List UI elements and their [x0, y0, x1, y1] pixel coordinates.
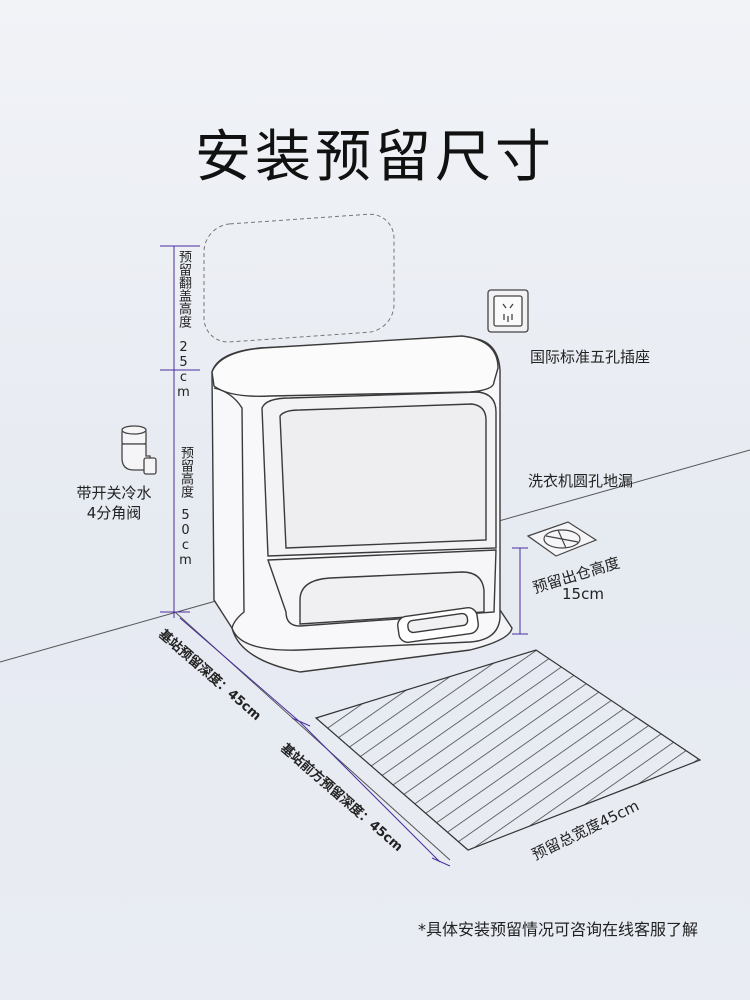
lid-height-label: 预留翻盖高度 [176, 250, 191, 328]
depth-dimension [179, 617, 451, 867]
socket-icon [487, 289, 529, 333]
lid-clearance-outline [203, 213, 395, 343]
footnote: *具体安装预留情况可咨询在线客服了解 [417, 920, 698, 939]
floor-drain-icon [526, 521, 598, 557]
height-value: 50cm [178, 508, 193, 568]
angle-valve-icon [121, 425, 157, 475]
valve-label-line1: 带开关冷水 [76, 484, 152, 502]
exit-height-dimension [512, 547, 528, 635]
height-label: 预留高度 [178, 446, 193, 498]
drain-label: 洗衣机圆孔地漏 [528, 472, 634, 490]
exit-height-value: 15cm [562, 585, 604, 603]
lid-height-value: 25cm [176, 340, 191, 400]
front-reserve-area [314, 649, 702, 851]
socket-label: 国际标准五孔插座 [530, 348, 651, 366]
page-title: 安装预留尺寸 [195, 125, 555, 190]
base-station [211, 335, 513, 673]
height-dimension [160, 245, 200, 618]
valve-label-line2: 4分角阀 [86, 504, 142, 522]
